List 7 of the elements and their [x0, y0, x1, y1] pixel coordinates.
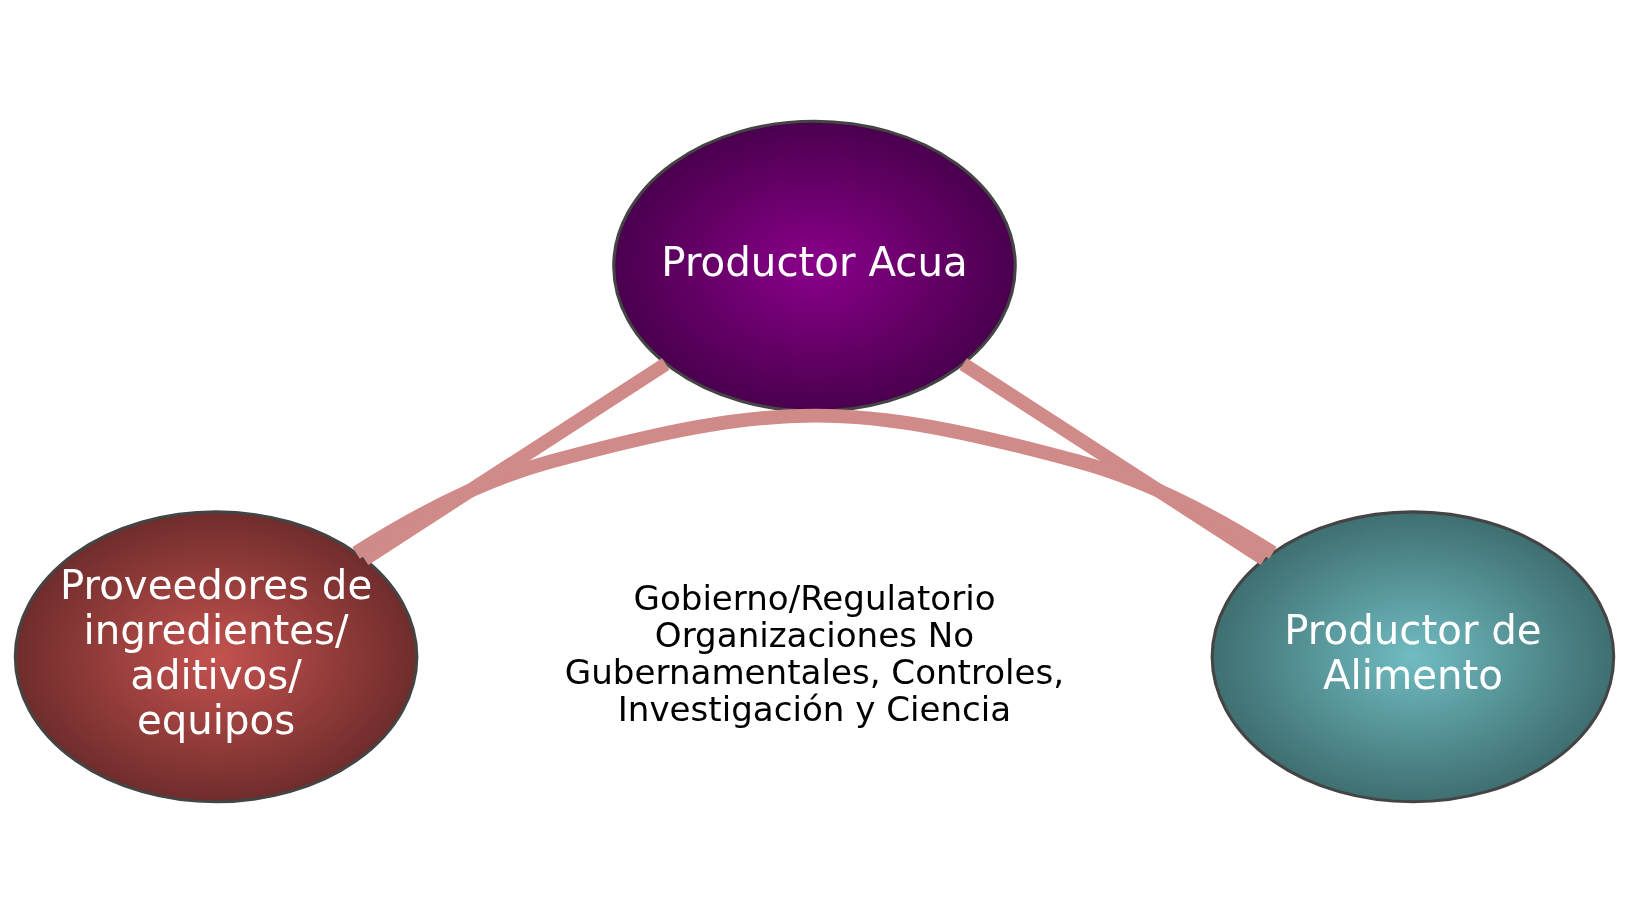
label: Gobierno/Regulatorio Organizaciones No Gubernamentales, Controles, Investigación y Ciencia [564, 577, 1065, 730]
connector [352, 408, 1277, 559]
connector [360, 358, 670, 565]
node-ellipse: Productor Acua [612, 119, 1017, 413]
node-ellipse: Proveedores de ingredientes/ aditivos/ equipos [13, 510, 419, 804]
connector [959, 358, 1269, 565]
node-ellipse: Productor de Alimento [1210, 510, 1616, 804]
